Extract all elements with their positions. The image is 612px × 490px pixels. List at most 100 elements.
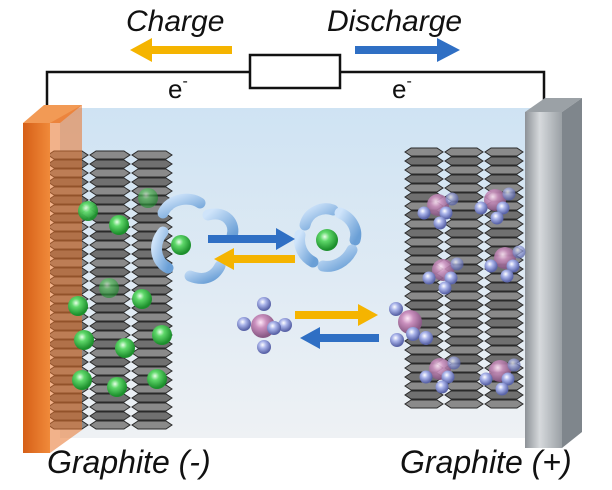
anion-ligand-sphere	[506, 259, 520, 273]
anion-ligand-sphere	[507, 358, 521, 372]
discharge-label: Discharge	[327, 5, 462, 38]
graphene-sheet	[404, 156, 444, 166]
anion-complex	[237, 297, 292, 354]
graphene-sheet	[484, 156, 524, 166]
anion-ligand-sphere	[479, 372, 493, 386]
cation-sphere	[115, 338, 135, 358]
graphene-sheet	[444, 327, 484, 337]
graphene-sheet	[131, 411, 173, 421]
graphene-sheet	[131, 402, 173, 412]
graphene-sheet	[89, 411, 131, 421]
graphene-sheet	[484, 147, 524, 157]
anion-ligand-sphere	[502, 187, 516, 201]
graphene-sheet	[444, 300, 484, 310]
graphene-sheet	[404, 390, 444, 400]
graphene-sheet	[484, 318, 524, 328]
cation-sphere	[68, 296, 88, 316]
anion-ligand-sphere	[490, 211, 504, 225]
cation-sphere	[132, 289, 152, 309]
anode-label: Graphite (-)	[47, 444, 211, 480]
graphene-sheet	[131, 348, 173, 358]
graphene-sheet	[484, 228, 524, 238]
anion-charge-arrow	[295, 304, 378, 326]
graphene-sheet	[131, 420, 173, 430]
cation-sphere	[74, 330, 94, 350]
cation-sphere	[72, 370, 92, 390]
intercalated-cations	[68, 188, 172, 397]
anion-ligand-sphere	[445, 192, 459, 206]
graphene-sheet	[484, 237, 524, 247]
electron-label-left: e-	[168, 73, 188, 104]
graphene-sheet	[89, 240, 131, 250]
graphene-sheet	[89, 150, 131, 160]
graphene-sheet	[404, 345, 444, 355]
graphene-sheet	[131, 393, 173, 403]
graphene-sheet	[89, 195, 131, 205]
graphene-sheet	[444, 291, 484, 301]
graphene-sheet	[484, 282, 524, 292]
graphene-sheet	[404, 291, 444, 301]
graphene-sheet	[89, 420, 131, 430]
graphene-sheet	[444, 228, 484, 238]
graphene-sheet	[89, 177, 131, 187]
cathode-current-collector	[525, 98, 582, 448]
cathode-label: Graphite (+)	[400, 444, 572, 480]
anode-current-collector	[23, 105, 82, 453]
graphene-sheet	[444, 174, 484, 184]
anion-ligand-sphere	[439, 206, 453, 220]
anion-ligand-sphere	[438, 281, 452, 295]
graphene-sheet	[444, 219, 484, 229]
graphene-sheet	[484, 300, 524, 310]
cation-sphere	[107, 377, 127, 397]
graphene-sheet	[404, 399, 444, 409]
graphene-sheet	[484, 327, 524, 337]
graphene-sheet	[484, 219, 524, 229]
discharge-arrow-top	[355, 38, 460, 62]
resistor-icon	[248, 53, 342, 90]
graphene-sheet	[484, 309, 524, 319]
graphene-sheet	[404, 237, 444, 247]
graphene-sheet	[404, 228, 444, 238]
anion-ligand-sphere	[433, 216, 447, 230]
solvated-cation	[294, 203, 362, 272]
graphene-sheet	[484, 291, 524, 301]
graphene-sheet	[131, 150, 173, 160]
cation-discharge-arrow	[208, 228, 295, 250]
charge-arrow-top	[130, 38, 232, 62]
anion-ligand-sphere	[495, 382, 509, 396]
graphene-sheet	[444, 165, 484, 175]
graphene-sheet	[404, 165, 444, 175]
graphene-sheet	[484, 336, 524, 346]
cation-sphere	[109, 215, 129, 235]
graphene-sheet	[89, 168, 131, 178]
graphene-sheet	[444, 336, 484, 346]
cation-sphere	[99, 278, 119, 298]
graphene-sheet	[131, 168, 173, 178]
graphene-sheet	[131, 177, 173, 187]
graphene-sheet	[89, 366, 131, 376]
anion-ligand-sphere	[484, 259, 498, 273]
cation-sphere	[138, 188, 158, 208]
graphene-sheet	[89, 267, 131, 277]
anion-ligand-sphere	[444, 271, 458, 285]
graphene-sheet	[131, 312, 173, 322]
anion-ligand-sphere	[474, 201, 488, 215]
graphene-sheet	[404, 147, 444, 157]
anion-discharge-arrow	[300, 327, 379, 349]
desolvating-cation	[151, 193, 239, 284]
graphene-sheet	[444, 309, 484, 319]
graphene-sheet	[404, 246, 444, 256]
graphene-sheet	[89, 186, 131, 196]
cation-sphere	[152, 325, 172, 345]
graphene-sheet	[444, 318, 484, 328]
graphene-sheet	[444, 246, 484, 256]
anion-ligand-sphere	[435, 380, 449, 394]
electron-label-right: e-	[392, 73, 412, 104]
anion-ligand-sphere	[441, 370, 455, 384]
graphene-sheet	[131, 276, 173, 286]
graphene-sheet	[89, 294, 131, 304]
cation-sphere	[78, 201, 98, 221]
graphene-sheet	[444, 345, 484, 355]
intercalated-anions	[417, 187, 526, 396]
